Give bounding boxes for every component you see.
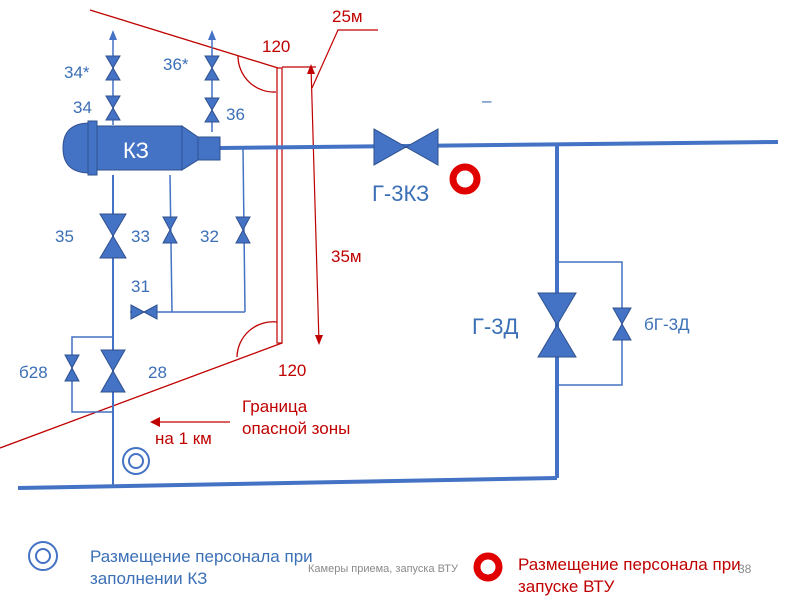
valve-34[interactable] — [105, 95, 121, 121]
label-kz: КЗ — [123, 138, 149, 163]
legend-fill-icon — [28, 541, 58, 571]
valve-g3d[interactable] — [537, 292, 577, 358]
hazard-boundary-top — [89, 9, 279, 69]
dist-35-arrowhead-bottom — [315, 335, 323, 345]
footer-caption: Камеры приема, запуска ВТУ — [308, 563, 458, 575]
legend-fill-line1: Размещение персонала при — [90, 547, 313, 566]
legend-launch-line1: Размещение персонала при — [518, 555, 741, 574]
label-34s: 34* — [64, 63, 90, 82]
valve-28[interactable] — [100, 349, 126, 393]
label-boundary-1: Граница — [242, 397, 308, 416]
valve-b28[interactable] — [64, 354, 80, 382]
label-28: 28 — [148, 363, 167, 382]
valve-g3kz[interactable] — [373, 128, 439, 166]
bypass-b28 — [71, 336, 113, 413]
bypass-bg3d — [557, 261, 623, 386]
label-31: 31 — [131, 277, 150, 296]
personnel-fill-marker — [122, 447, 150, 475]
angle-arc-bottom — [236, 321, 278, 358]
receiver-chamber-kz — [62, 120, 221, 176]
personnel-launch-marker — [449, 163, 481, 195]
label-34: 34 — [73, 98, 92, 117]
bottom-pipe — [17, 476, 558, 490]
distance-1km-arrowhead — [150, 417, 160, 427]
hazard-zone-strip — [276, 67, 283, 344]
valve-34s[interactable] — [105, 55, 121, 81]
label-angle-bottom: 120 — [278, 361, 306, 380]
page-number: 38 — [738, 562, 752, 576]
label-dist-35: 35м — [331, 247, 362, 266]
label-g3d: Г-3Д — [472, 314, 518, 339]
dist-35-arrowhead-top — [307, 64, 315, 74]
valve-36s[interactable] — [204, 55, 220, 81]
legend-launch-line2: запуске ВТУ — [518, 577, 615, 596]
valve-35[interactable] — [99, 213, 127, 259]
legend-launch-icon — [473, 552, 503, 582]
valve-33[interactable] — [162, 216, 178, 244]
label-36: 36 — [226, 105, 245, 124]
label-boundary-2: опасной зоны — [242, 419, 350, 438]
label-33: 33 — [131, 227, 150, 246]
angle-arc-top — [237, 55, 277, 93]
label-g3kz: Г-3КЗ — [372, 181, 429, 206]
hazard-boundary-bottom — [0, 342, 283, 449]
dist-35-arrow — [310, 65, 320, 344]
line-32 — [242, 147, 246, 313]
label-36s: 36* — [163, 55, 189, 74]
label-distance-1km: на 1 км — [155, 429, 212, 448]
valve-32[interactable] — [235, 216, 251, 244]
legend-fill-text: Размещение персонала при заполнении КЗ — [90, 546, 313, 590]
legend-fill-line2: заполнении КЗ — [90, 569, 208, 588]
label-dash: – — [482, 91, 492, 110]
legend-launch-text: Размещение персонала при запуске ВТУ — [518, 554, 741, 598]
vent-arrow-34 — [109, 30, 117, 40]
label-angle-top: 120 — [262, 37, 290, 56]
valve-31[interactable] — [130, 304, 158, 320]
label-b28: б28 — [19, 363, 48, 382]
dist-25-leader — [311, 29, 378, 89]
label-bg3d: бГ-3Д — [644, 315, 690, 334]
main-pipe-horizontal — [219, 140, 779, 150]
valve-bg3d[interactable] — [612, 307, 632, 341]
valve-36[interactable] — [204, 97, 220, 123]
label-dist-25: 25м — [332, 7, 363, 26]
vent-arrow-36 — [208, 30, 216, 40]
label-35: 35 — [55, 227, 74, 246]
label-32: 32 — [200, 227, 219, 246]
